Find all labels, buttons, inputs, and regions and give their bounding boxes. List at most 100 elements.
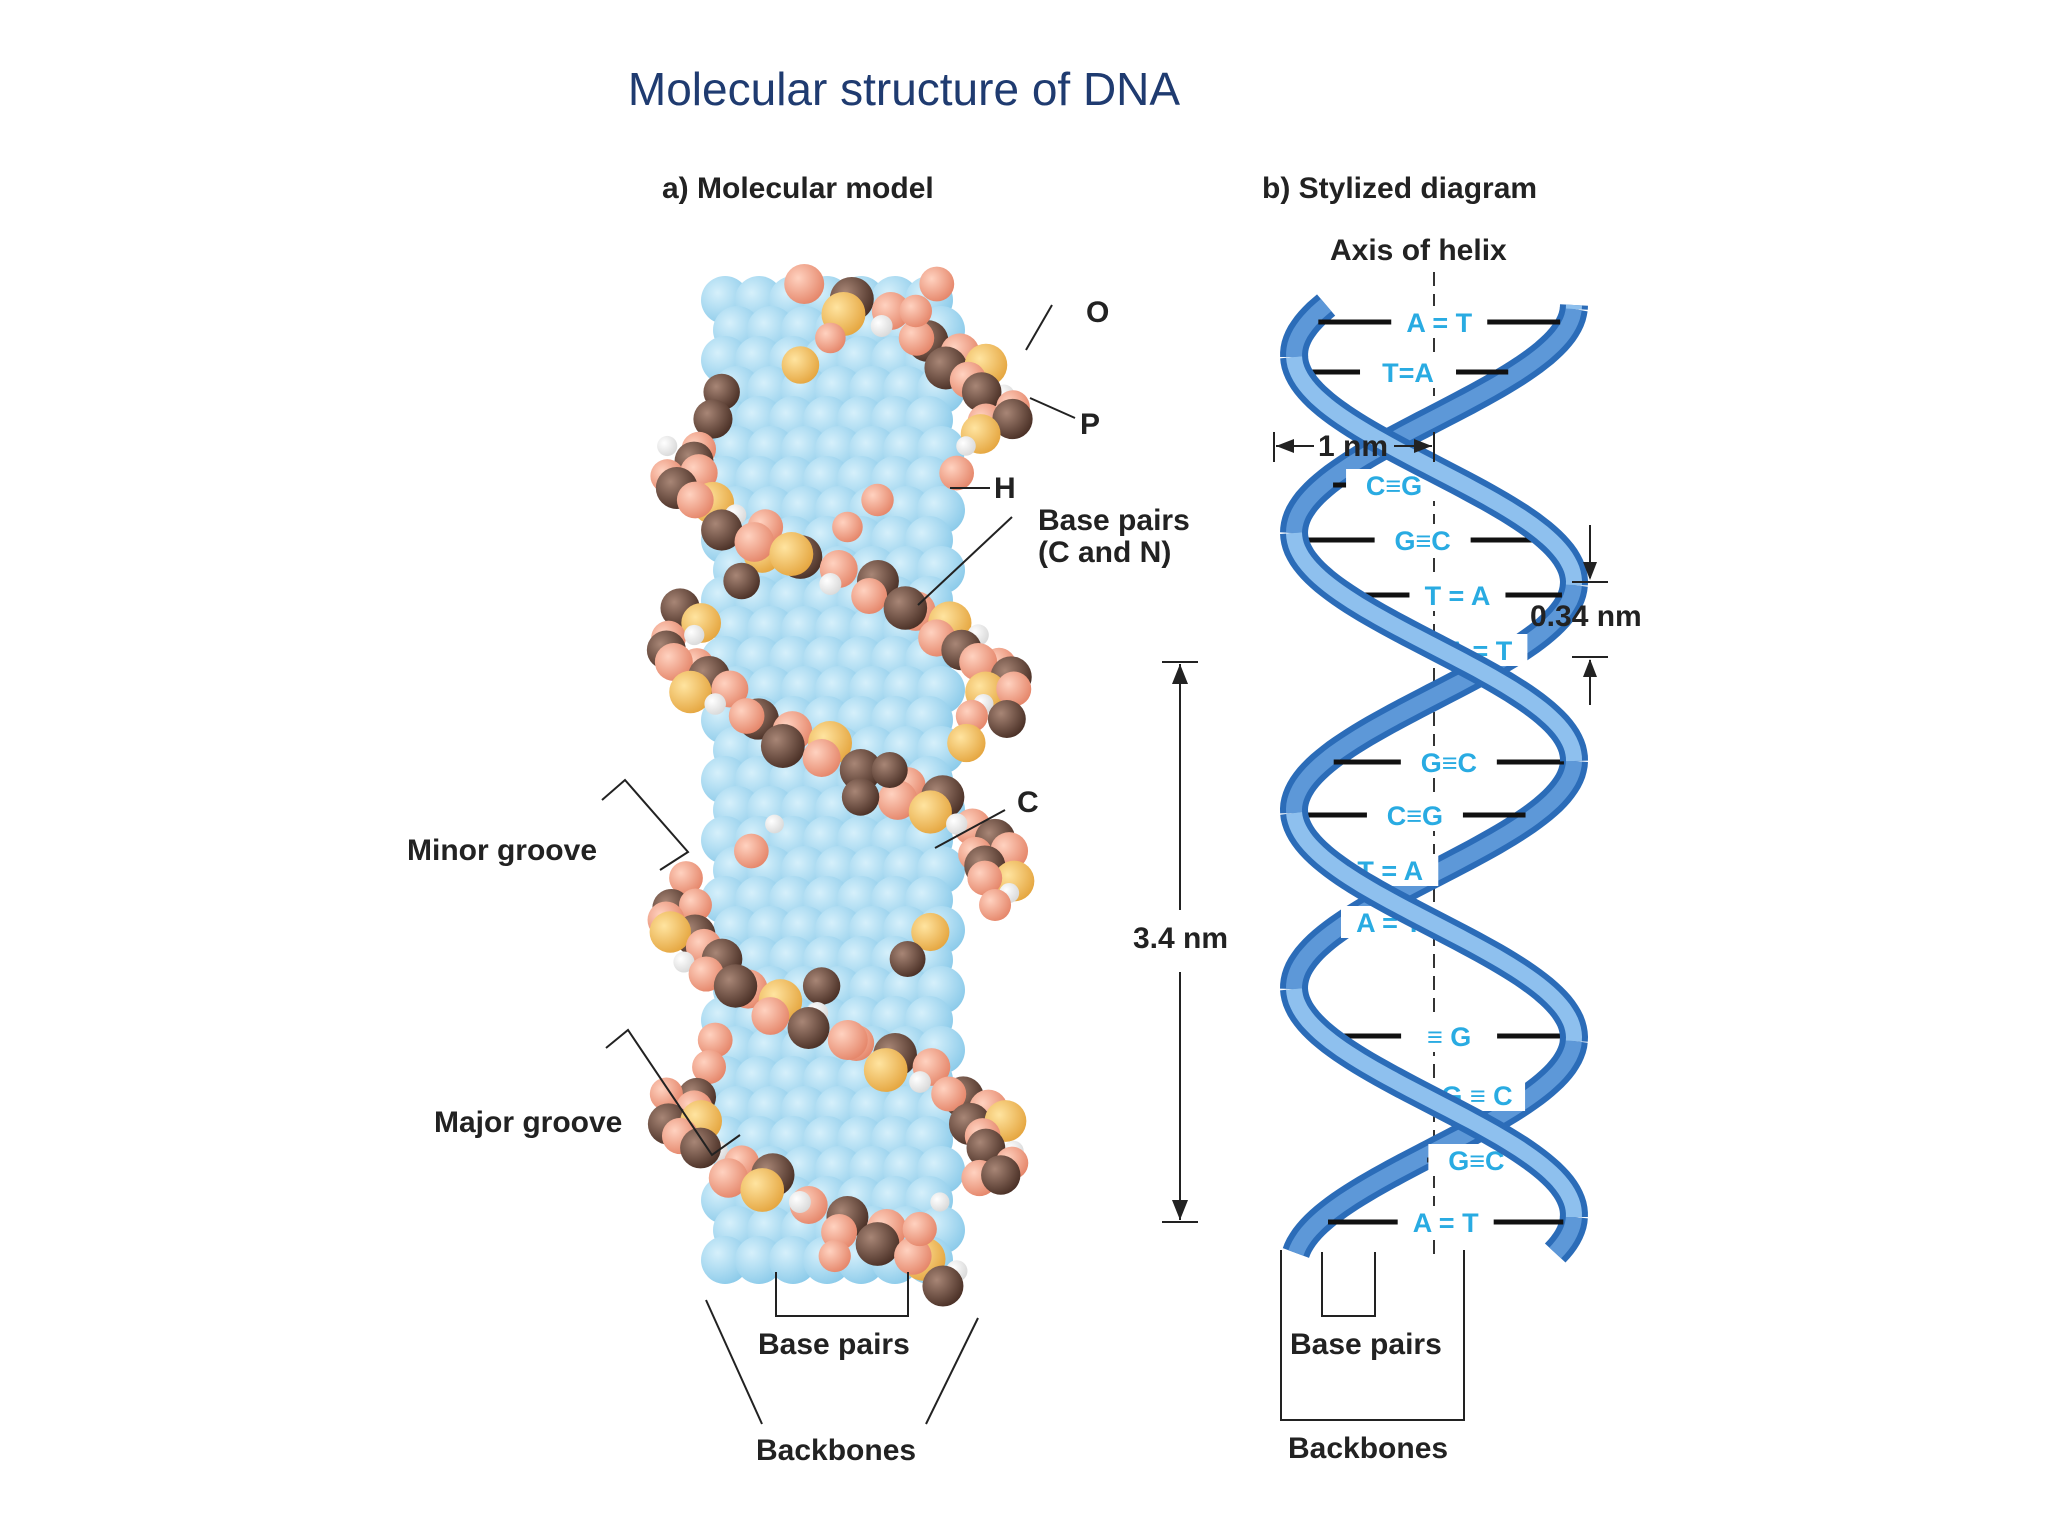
oxygen-atom bbox=[676, 481, 714, 519]
hydrogen-atom bbox=[657, 435, 678, 457]
oxygen-atom bbox=[708, 1158, 749, 1198]
oxygen-atom bbox=[733, 833, 769, 869]
oxygen-atom bbox=[832, 511, 863, 543]
major-groove-label: Major groove bbox=[434, 1106, 622, 1139]
hydrogen-atom bbox=[765, 814, 784, 834]
carbon-atom bbox=[760, 724, 805, 768]
oxygen-atom bbox=[827, 1020, 868, 1060]
helix-strand-highlight bbox=[1549, 1216, 1582, 1259]
phosphorus-atom bbox=[649, 911, 692, 953]
oxygen-atom bbox=[919, 266, 955, 302]
oxygen-atom bbox=[931, 1076, 967, 1112]
helix-strand-highlight bbox=[1286, 532, 1582, 762]
carbon-leader bbox=[934, 809, 1006, 849]
oxygen-atom bbox=[996, 671, 1032, 707]
helix-strand-highlight bbox=[1286, 307, 1582, 534]
hydrogen-atom bbox=[788, 1191, 811, 1213]
pair-label-bg bbox=[1366, 799, 1463, 831]
helix-strand-highlight bbox=[1286, 812, 1583, 1042]
oxygen-leader bbox=[1025, 304, 1053, 351]
carbon-atom bbox=[922, 1265, 964, 1307]
base-pair-label: T = A bbox=[1425, 581, 1491, 611]
backbone-leader-right bbox=[925, 1317, 979, 1425]
oxygen-atom bbox=[802, 739, 841, 777]
base-pair-label: A = T bbox=[1413, 1208, 1479, 1238]
atom-label-h: H bbox=[994, 472, 1016, 505]
backbone-leader-left bbox=[705, 1299, 763, 1425]
phosphorus-atom bbox=[863, 1048, 908, 1092]
base-pair-label: G≡C bbox=[1421, 748, 1477, 778]
carbon-atom bbox=[883, 586, 928, 630]
pair-label-bg bbox=[1397, 1206, 1494, 1238]
oxygen-atom bbox=[692, 1050, 727, 1084]
carbon-atom bbox=[723, 562, 760, 600]
oxygen-atom bbox=[959, 643, 998, 681]
oxygen-atom bbox=[899, 294, 932, 328]
backbone-atoms bbox=[646, 264, 1035, 1307]
rise-dim-arrow-down bbox=[1583, 562, 1597, 580]
pair-label-bg bbox=[1401, 1020, 1498, 1052]
minor-groove-label: Minor groove bbox=[407, 834, 597, 867]
phosphorus-leader bbox=[1029, 397, 1076, 419]
base-pairs-leader bbox=[917, 516, 1013, 606]
pair-label-bg bbox=[1400, 746, 1497, 778]
carbon-atom bbox=[787, 1007, 830, 1049]
oxygen-atom bbox=[784, 264, 825, 304]
atom-label-c: C bbox=[1017, 786, 1039, 819]
base-pair-label: G≡C bbox=[1448, 1146, 1504, 1176]
carbon-atom bbox=[680, 1127, 721, 1169]
oxygen-atom bbox=[697, 1022, 733, 1058]
base-pairs-label-b: Base pairs bbox=[1290, 1328, 1442, 1361]
backbones-label-b: Backbones bbox=[1288, 1432, 1448, 1465]
hydrogen-atom bbox=[819, 573, 842, 595]
hydrogen-atom bbox=[684, 624, 705, 646]
hydrogen-atom bbox=[704, 693, 726, 715]
helix-strand-highlight bbox=[1286, 988, 1582, 1217]
oxygen-atom bbox=[898, 320, 935, 356]
oxygen-atom bbox=[818, 1239, 851, 1273]
helix-strand-highlight bbox=[1286, 356, 1583, 586]
helix-strand-highlight bbox=[1285, 584, 1582, 814]
oxygen-atom bbox=[679, 888, 712, 922]
oxygen-atom bbox=[979, 888, 1012, 922]
oxygen-atom bbox=[734, 522, 775, 562]
carbon-atom bbox=[693, 399, 733, 439]
panel-b-heading: b) Stylized diagram bbox=[1262, 172, 1537, 205]
oxygen-atom bbox=[649, 1077, 683, 1111]
rise-dim-label: 0.34 nm bbox=[1530, 600, 1642, 633]
oxygen-atom bbox=[851, 578, 888, 614]
backbones-bracket-b bbox=[1280, 1250, 1465, 1421]
base-pair-label: ≡ G bbox=[1427, 1022, 1471, 1052]
page-title: Molecular structure of DNA bbox=[627, 63, 1181, 115]
oxygen-atom bbox=[902, 1211, 937, 1247]
phosphorus-atom bbox=[908, 790, 952, 834]
base-pairs-label-line1: Base pairs bbox=[1038, 504, 1190, 537]
base-pair-spheres bbox=[701, 276, 965, 1284]
minor-groove-bracket bbox=[601, 778, 690, 871]
pair-label-bg bbox=[1360, 356, 1457, 388]
hydrogen-atom bbox=[930, 1192, 950, 1212]
base-pair-label: T=A bbox=[1382, 358, 1434, 388]
molecular-model-panel: a) Molecular model O P H Base pairs (C a… bbox=[407, 172, 1228, 1467]
base-pairs-label-a: Base pairs bbox=[758, 1328, 910, 1361]
phosphorus-atom bbox=[740, 1168, 785, 1212]
phosphorus-atom bbox=[669, 670, 712, 714]
stylized-diagram-panel: b) Stylized diagram Axis of helix A = T T… bbox=[1262, 172, 1642, 1465]
backbones-label-a: Backbones bbox=[756, 1434, 916, 1467]
oxygen-atom bbox=[751, 997, 790, 1035]
helix-ribbon-front bbox=[1280, 304, 1589, 1217]
pair-label-bg bbox=[1409, 579, 1506, 611]
oxygen-atom bbox=[939, 455, 975, 491]
carbon-atom bbox=[839, 749, 882, 791]
base-pair-label: C≡G bbox=[1366, 471, 1422, 501]
hydrogen-atom bbox=[956, 436, 976, 456]
atom-label-p: P bbox=[1080, 408, 1100, 441]
carbon-atom bbox=[987, 700, 1026, 738]
dimension-arrow-down bbox=[1172, 1200, 1188, 1220]
oxygen-atom bbox=[815, 322, 846, 354]
hydrogen-atom bbox=[673, 951, 695, 973]
pair-label-bg bbox=[1374, 524, 1471, 556]
base-pairs-bracket-a bbox=[775, 1272, 909, 1317]
oxygen-atom bbox=[654, 643, 693, 681]
axis-of-helix-label: Axis of helix bbox=[1330, 234, 1507, 267]
